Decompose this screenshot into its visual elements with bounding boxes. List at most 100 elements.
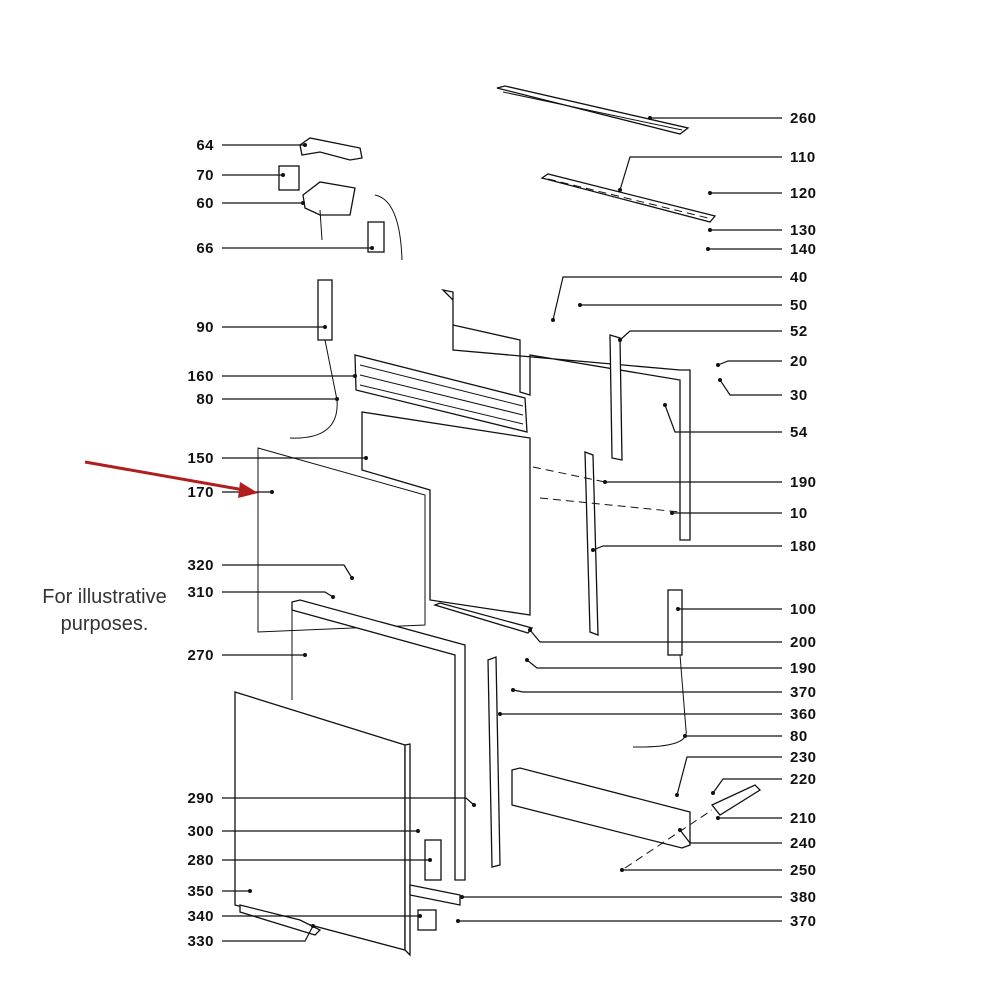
part-170-panel	[257, 447, 426, 633]
leader-dot	[525, 658, 529, 662]
part-200-strip	[433, 602, 534, 634]
part-64-bracket	[299, 137, 363, 161]
leader-dot	[551, 318, 555, 322]
leader-dot	[620, 868, 624, 872]
part-270-inner-door	[291, 599, 466, 881]
part-number-label: 54	[790, 424, 808, 441]
part-number-label: 220	[790, 771, 817, 788]
part-360-bar	[487, 656, 501, 868]
part-210-bracket	[710, 784, 762, 816]
part-number-label: 340	[187, 908, 214, 925]
part-150-panel	[361, 411, 531, 616]
part-100-spring	[667, 589, 683, 656]
part-340-strip	[404, 743, 411, 957]
part-number-label: 60	[196, 195, 214, 212]
part-number-label: 360	[790, 706, 817, 723]
leader-dot	[718, 378, 722, 382]
leader-dot	[364, 456, 368, 460]
part-110-strip	[540, 173, 717, 223]
leader-line	[664, 404, 782, 433]
leader-dot	[618, 338, 622, 342]
note-line-2: purposes.	[60, 613, 149, 635]
leader-line	[222, 564, 353, 579]
leader-line	[679, 829, 782, 844]
part-number-label: 50	[790, 297, 808, 314]
part-number-label: 330	[187, 933, 214, 950]
part-70-clip	[278, 165, 300, 191]
leader-dot	[706, 247, 710, 251]
part-number-label: 210	[790, 810, 817, 827]
part-number-label: 130	[790, 222, 817, 239]
leader-dot	[418, 914, 422, 918]
part-number-label: 370	[790, 913, 817, 930]
part-66-block	[367, 221, 385, 253]
part-number-label: 120	[790, 185, 817, 202]
leader-dot	[670, 511, 674, 515]
part-number-label: 200	[790, 634, 817, 651]
leader-dot	[711, 791, 715, 795]
leader-dot	[303, 653, 307, 657]
part-number-label: 30	[790, 387, 808, 404]
part-340-block	[417, 909, 437, 931]
note-line-1: For illustrative	[42, 586, 167, 608]
leader-dot	[281, 173, 285, 177]
leader-dot	[428, 858, 432, 862]
part-240-kickplate	[511, 767, 691, 849]
leader-dot	[350, 576, 354, 580]
leader-line	[529, 629, 782, 643]
part-number-label: 110	[790, 149, 816, 166]
part-number-label: 170	[187, 484, 214, 501]
part-number-label: 300	[187, 823, 214, 840]
part-60-hinge	[302, 181, 356, 216]
leader-dot	[528, 628, 532, 632]
illustrative-note: For illustrative purposes.	[22, 584, 187, 638]
part-number-label: 240	[790, 835, 817, 852]
part-number-label: 320	[187, 557, 214, 574]
part-number-label: 380	[790, 889, 817, 906]
leader-line	[222, 925, 314, 942]
leader-dot	[511, 688, 515, 692]
leader-dot	[603, 480, 607, 484]
leader-line	[712, 778, 782, 794]
part-number-label: 160	[187, 368, 214, 385]
leader-dot	[676, 607, 680, 611]
leader-line	[592, 545, 782, 551]
part-number-label: 370	[790, 684, 817, 701]
leader-dot	[303, 143, 307, 147]
part-number-label: 140	[790, 241, 817, 258]
leader-dot	[270, 490, 274, 494]
leader-dot	[648, 116, 652, 120]
part-380-plate	[409, 884, 461, 906]
leader-line	[222, 591, 334, 598]
leader-dot	[591, 548, 595, 552]
part-number-label: 290	[187, 790, 214, 807]
part-number-label: 10	[790, 505, 808, 522]
part-number-label: 270	[187, 647, 214, 664]
leader-line	[222, 797, 475, 806]
leader-dot	[683, 734, 687, 738]
leader-dot	[370, 246, 374, 250]
leader-line	[619, 330, 782, 341]
part-260-rail	[496, 85, 690, 135]
part-number-label: 100	[790, 601, 817, 618]
part-number-label: 66	[196, 240, 214, 257]
part-number-label: 310	[187, 584, 214, 601]
part-number-label: 64	[196, 137, 214, 154]
part-number-label: 80	[790, 728, 808, 745]
leader-line	[676, 756, 782, 796]
leader-dot	[248, 889, 252, 893]
part-number-label: 260	[790, 110, 817, 127]
leader-dot	[578, 303, 582, 307]
part-number-label: 190	[790, 474, 817, 491]
leader-dot	[335, 397, 339, 401]
part-number-label: 230	[790, 749, 817, 766]
leader-line	[552, 276, 782, 321]
arrow-head-icon	[238, 482, 258, 498]
leader-dot	[708, 228, 712, 232]
leader-dot	[498, 712, 502, 716]
part-10-frame	[441, 288, 691, 541]
leader-line	[717, 360, 782, 366]
part-number-label: 250	[790, 862, 817, 879]
